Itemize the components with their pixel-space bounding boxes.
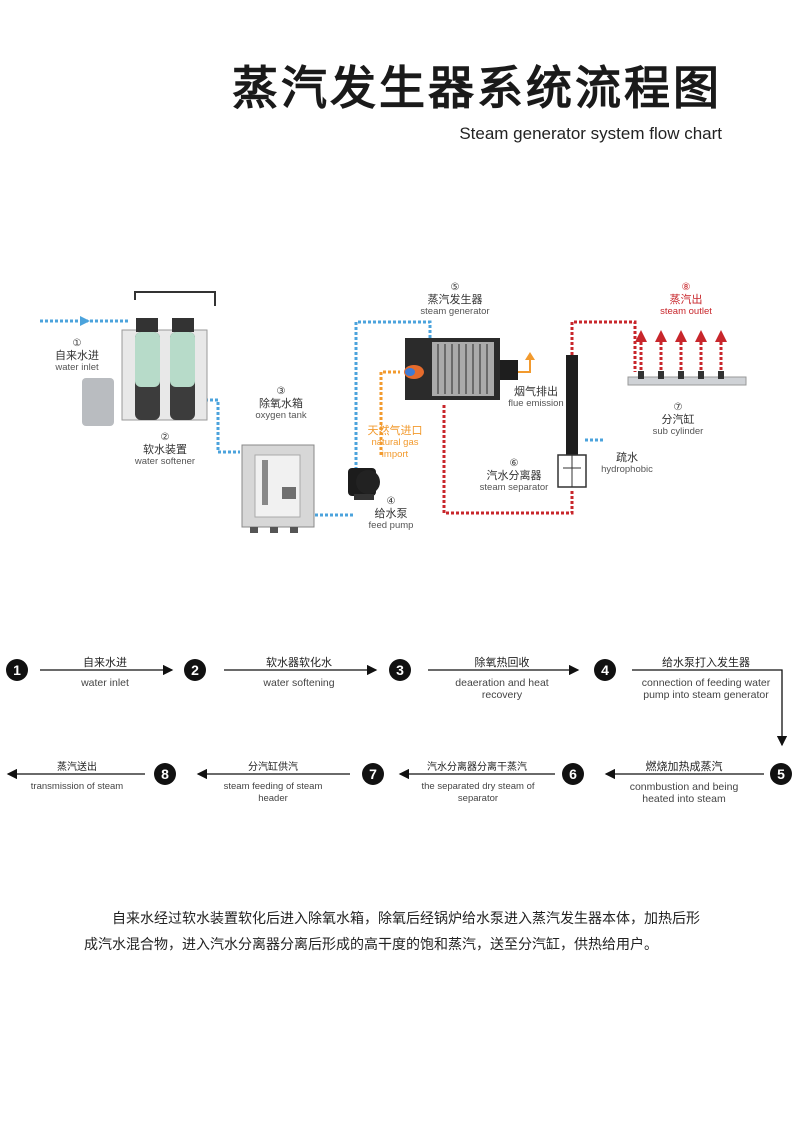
- label-steam-separator: ⑥ 汽水分离器 steam separator: [479, 458, 549, 493]
- label-hydrophobic: 疏水 hydrophobic: [601, 451, 653, 476]
- oxygen-tank-icon: [241, 444, 315, 533]
- step-1-en: water inlet: [81, 677, 129, 689]
- step-2-cn: 软水器软化水: [266, 656, 332, 669]
- step-5-en: conmbustion and being heated into steam: [629, 781, 739, 805]
- step-node-3: 3: [389, 659, 411, 681]
- step-8-en: transmission of steam: [30, 781, 124, 792]
- steam-generator-icon: [404, 338, 535, 400]
- step-4-en: connection of feeding water pump into st…: [641, 677, 771, 701]
- steam-arrow-heads-icon: [635, 330, 727, 342]
- label-sub-cylinder: ⑦ 分汽缸 sub cylinder: [652, 402, 704, 437]
- step-node-7: 7: [362, 763, 384, 785]
- label-oxygen-tank: ③ 除氧水箱 oxygen tank: [255, 386, 307, 421]
- step-node-8: 8: [154, 763, 176, 785]
- page-title: 蒸汽发生器系统流程图: [232, 61, 722, 115]
- label-water-inlet: ① 自来水进 water inlet: [55, 338, 99, 373]
- step-6-en: the separated dry steam of separator: [421, 781, 535, 804]
- step-3-en: deaeration and heat recovery: [455, 677, 549, 701]
- label-steam-outlet: ⑧ 蒸汽出 steam outlet: [660, 282, 712, 317]
- step-7-en: steam feeding of steam header: [223, 781, 323, 804]
- label-gas-inlet: 天然气进口 natural gas import: [367, 424, 423, 461]
- step-8-cn: 蒸汽送出: [57, 762, 97, 773]
- label-water-softener: ② 软水装置 water softener: [134, 432, 196, 467]
- gas-pipe: [379, 370, 400, 455]
- process-arrows: [6, 664, 788, 780]
- step-node-4: 4: [594, 659, 616, 681]
- label-flue-emission: 烟气排出 flue emission: [508, 385, 564, 410]
- water-inlet-arrow-icon: [80, 316, 90, 326]
- step-5-cn: 燃烧加热成蒸汽: [645, 760, 723, 773]
- step-4-cn: 给水泵打入发生器: [662, 656, 750, 669]
- steam-separator-icon: [557, 355, 587, 488]
- page-subtitle: Steam generator system flow chart: [459, 124, 722, 143]
- steam-outlet-arrows: [639, 340, 723, 370]
- label-steam-generator: ⑤ 蒸汽发生器 steam generator: [420, 282, 490, 317]
- description-paragraph: 自来水经过软水装置软化后进入除氧水箱，除氧后经锅炉给水泵进入蒸汽发生器本体，加热…: [84, 911, 700, 953]
- step-node-6: 6: [562, 763, 584, 785]
- step-node-5: 5: [770, 763, 792, 785]
- system-diagram: [40, 291, 747, 533]
- step-3-cn: 除氧热回收: [474, 656, 530, 669]
- step-node-1: 1: [6, 659, 28, 681]
- water-softener-icon: [82, 291, 216, 426]
- feed-pump-icon: [348, 468, 380, 500]
- sub-cylinder-icon: [627, 371, 747, 386]
- step-1-cn: 自来水进: [83, 656, 127, 669]
- step-6-cn: 汽水分离器分离干蒸汽: [427, 762, 527, 773]
- steam-pipes: [442, 320, 637, 515]
- step-2-en: water softening: [263, 677, 335, 689]
- label-feed-pump: ④ 给水泵 feed pump: [368, 496, 414, 531]
- step-7-cn: 分汽缸供汽: [248, 762, 298, 773]
- step-node-2: 2: [184, 659, 206, 681]
